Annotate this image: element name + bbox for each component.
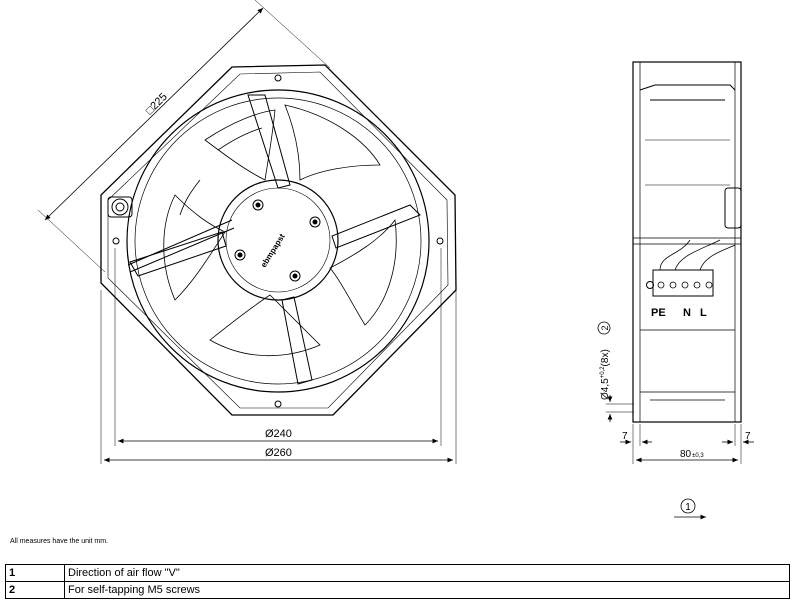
dim-hole [597,321,634,422]
terminal-n: N [683,307,691,319]
technical-drawing: ebmpapst □225 Ø240 Ø260 [37,0,754,520]
legend-text: Direction of air flow "V" [64,564,790,582]
dim-hole-ref: 2 [600,325,610,330]
terminal-pe: PE [651,307,666,319]
dim-240-label: Ø240 [265,428,292,440]
housing-outline [100,64,457,416]
mounting-holes [112,74,444,408]
outer-ring [126,89,430,393]
dim-diameters [100,248,457,464]
front-view: ebmpapst [100,64,457,416]
airflow-marker [674,498,706,520]
dim-depth-label: 80±0,3 [680,449,704,460]
dim-260-label: Ø260 [265,447,292,459]
dim-depth [620,424,754,464]
dim-side-left: 7 [622,431,628,442]
legend-number: 1 [5,564,65,582]
dim-diagonal [37,0,331,273]
side-view [632,61,742,423]
dim-diag-label: □225 [144,91,170,117]
dim-depth-value: 80 [680,449,692,460]
dim-depth-tol: ±0,3 [692,453,704,459]
side-frame [632,61,742,423]
blades [163,104,397,357]
unit-note: All measures have the unit mm. [10,538,109,545]
dim-hole-count: (8x) [600,349,611,366]
hub-ring [217,179,339,301]
airflow-marker-label: 1 [685,502,691,513]
dim-hole-label: Ø4,5+0,2(8x) [600,349,611,400]
hub-brand-label: ebmpapst [259,232,287,269]
dim-hole-tol: +0,2 [600,366,606,379]
terminal-l: L [700,307,707,319]
legend-text: For self-tapping M5 screws [64,581,790,599]
dim-hole-base: Ø4,5 [600,378,611,400]
dim-side-right: 7 [745,431,751,442]
legend-number: 2 [5,581,65,599]
